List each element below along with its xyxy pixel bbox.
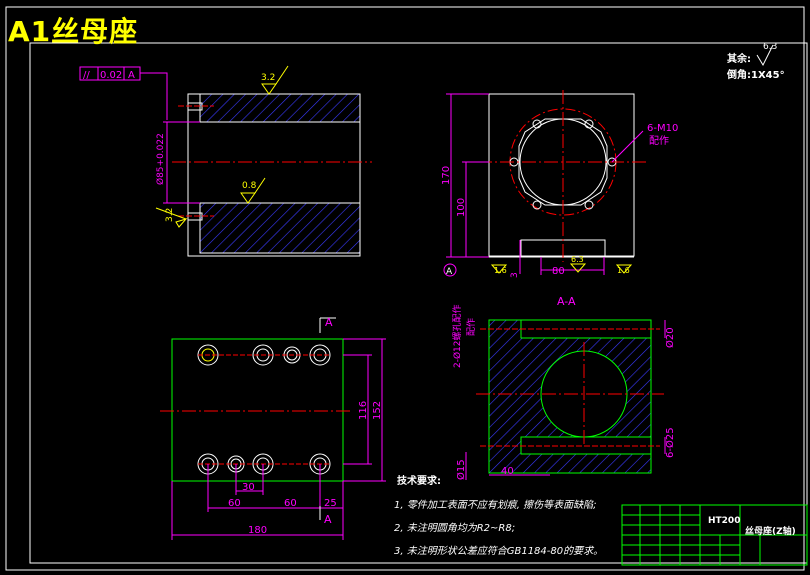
chamfer-note: 倒角:1X45° [726, 68, 785, 81]
tolerance-symbol: // [83, 70, 90, 81]
roughness-label: 其余: [727, 52, 751, 65]
dim-phi15: Ø15 [455, 459, 467, 480]
section-mark-bottom: A [324, 513, 332, 526]
roughness-left: 3.2 [165, 208, 175, 222]
dim-60b: 60 [284, 498, 297, 509]
tolerance-value: 0.02 [100, 70, 122, 81]
roughness-bottom-a: 1.6 [494, 266, 507, 275]
datum-a: A [446, 267, 453, 277]
dim-152: 152 [372, 401, 383, 420]
dim-phi25: 6-Ø25 [664, 427, 676, 458]
bore-dim: Ø85+0.022 [155, 133, 166, 185]
roughness-mid: 0.8 [242, 181, 257, 191]
hole-note: 2-Ø12螺孔配作 [451, 304, 463, 368]
thread-note: 6-M10 [647, 123, 678, 134]
tech-requirements: 技术要求: 1, 零件加工表面不应有划痕, 擦伤等表面缺陷; 2, 未注明圆角均… [394, 474, 603, 557]
dim-116: 116 [358, 401, 369, 420]
roughness-value: 6.3 [763, 42, 777, 52]
title-material: HT200 [708, 516, 740, 526]
dim-100: 100 [456, 198, 467, 217]
section-mark-top: A [325, 316, 333, 329]
dim-170: 170 [441, 166, 452, 185]
tolerance-datum: A [128, 70, 135, 81]
roughness-note: 其余: 6.3 倒角:1X45° [726, 42, 785, 81]
tech-heading: 技术要求: [397, 474, 441, 487]
dim-phi20: Ø20 [664, 327, 676, 348]
inner-frame [29, 42, 808, 564]
dim-80: 80 [552, 266, 565, 277]
dim-3: 3 [510, 272, 520, 278]
drawing-border [5, 6, 805, 571]
tech-item-2: 2, 未注明圆角均为R2~R8; [394, 522, 515, 534]
tolerance-frame: // 0.02 A [79, 66, 168, 120]
side-section-view: Ø85+0.022 [155, 93, 372, 257]
title-part-name: 丝母座(Z轴) [745, 525, 796, 537]
roughness-bottom-b: 6.3 [571, 255, 584, 264]
dim-60a: 60 [228, 498, 241, 509]
roughness-top: 3.2 [261, 73, 275, 83]
hole-note-2: 配作 [465, 318, 477, 336]
title-block: HT200 丝母座(Z轴) [621, 504, 808, 566]
tech-item-3: 3, 未注明形状公差应符合GB1184-80的要求。 [394, 545, 603, 557]
section-aa-view: A-A 2-Ø12螺孔配作 配作 Ø20 6-Ø25 Ø15 40 [451, 295, 676, 480]
thread-note-2: 配作 [649, 135, 669, 147]
front-view: 170 100 80 3 6-M10 配作 A 1.6 6.3 1.6 [441, 90, 678, 278]
dim-180: 180 [248, 525, 267, 536]
dim-25: 25 [324, 498, 337, 509]
drawing-title: A1丝母座 [8, 15, 139, 48]
tech-item-1: 1, 零件加工表面不应有划痕, 擦伤等表面缺陷; [394, 499, 596, 511]
dim-40: 40 [501, 466, 514, 477]
dim-30: 30 [242, 482, 255, 493]
roughness-bottom-c: 1.6 [617, 266, 630, 275]
roughness-marks-side: 3.2 0.8 3.2 [155, 65, 289, 228]
section-title: A-A [557, 295, 576, 308]
top-view: 116 152 30 60 60 25 180 A A [160, 316, 386, 540]
